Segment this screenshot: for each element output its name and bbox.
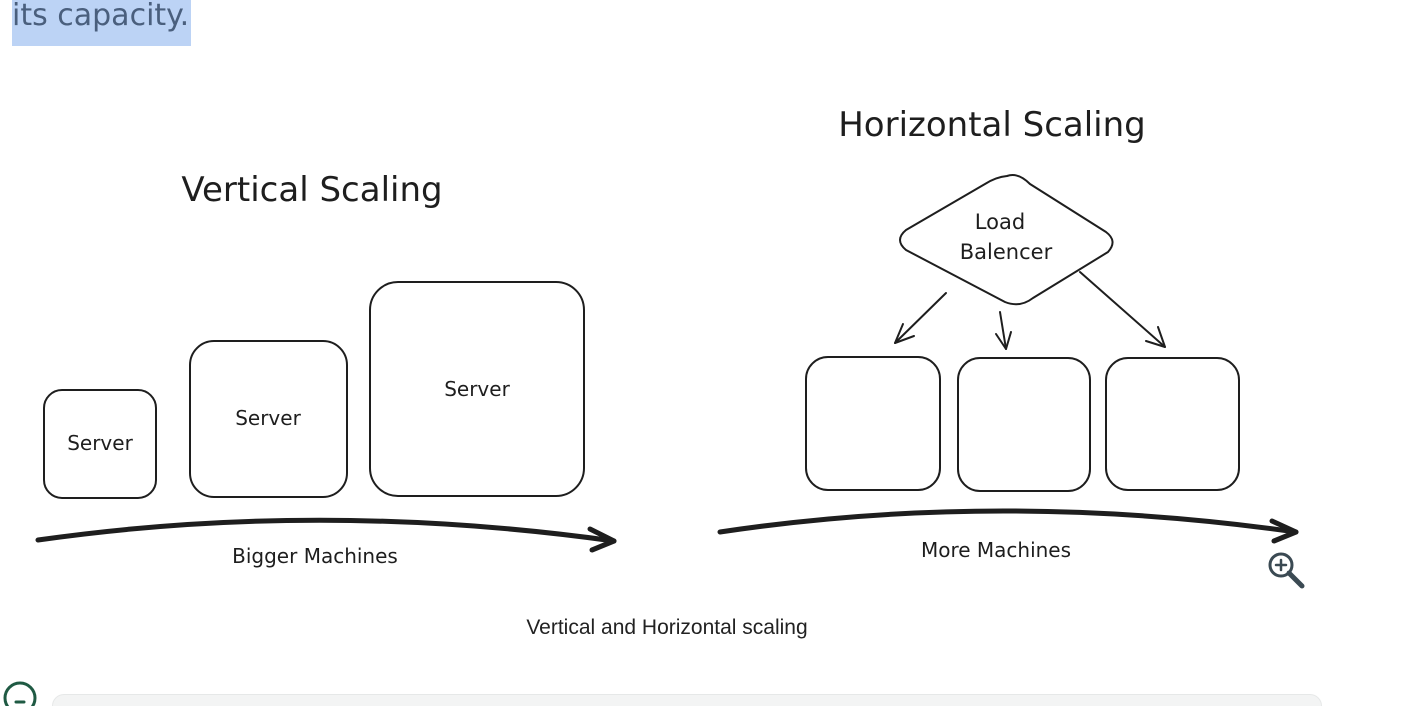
server-small (43, 389, 157, 499)
horizontal-scaling-title: Horizontal Scaling (838, 105, 1146, 145)
server-label-small: Server (67, 431, 133, 455)
server-label-large: Server (444, 377, 510, 401)
arrow-left-head (894, 323, 915, 344)
arrow-right (1079, 271, 1166, 348)
arrow-middle (999, 311, 1007, 350)
bigger-machines-arrow (35, 517, 617, 544)
more-machines-label: More Machines (921, 538, 1071, 562)
zoom-in-icon (1268, 552, 1305, 589)
highlighted-text: its capacity. (12, 0, 192, 46)
next-content-box (52, 694, 1322, 706)
more-machines-arrow-head (1269, 518, 1299, 544)
load-balancer-label-line-2: Balencer (960, 240, 1053, 264)
figure-caption: Vertical and Horizontal scaling (526, 616, 808, 639)
zoom-in-button[interactable] (1266, 551, 1306, 589)
feedback-button[interactable] (2, 680, 38, 706)
arrow-middle-head (995, 331, 1012, 350)
server-large (369, 281, 585, 497)
scaling-diagram: Vertical Scaling Horizontal Scaling Serv… (35, 105, 1299, 568)
server-box-1 (805, 356, 941, 491)
more-machines-arrow (717, 508, 1299, 535)
bigger-machines-label: Bigger Machines (232, 544, 398, 568)
server-medium (189, 340, 348, 498)
scaling-figure: Vertical Scaling Horizontal Scaling Serv… (0, 60, 1340, 600)
feedback-icon (3, 681, 37, 706)
bigger-machines-arrow-head (587, 526, 617, 553)
arrow-left (894, 292, 947, 344)
vertical-scaling-title: Vertical Scaling (181, 170, 442, 210)
server-label-medium: Server (235, 406, 301, 430)
arrow-right-head (1145, 326, 1166, 348)
load-balancer-label-line-1: Load (975, 210, 1025, 234)
load-balancer-diamond (899, 174, 1114, 306)
server-box-3 (1105, 357, 1240, 491)
server-box-2 (957, 357, 1091, 492)
